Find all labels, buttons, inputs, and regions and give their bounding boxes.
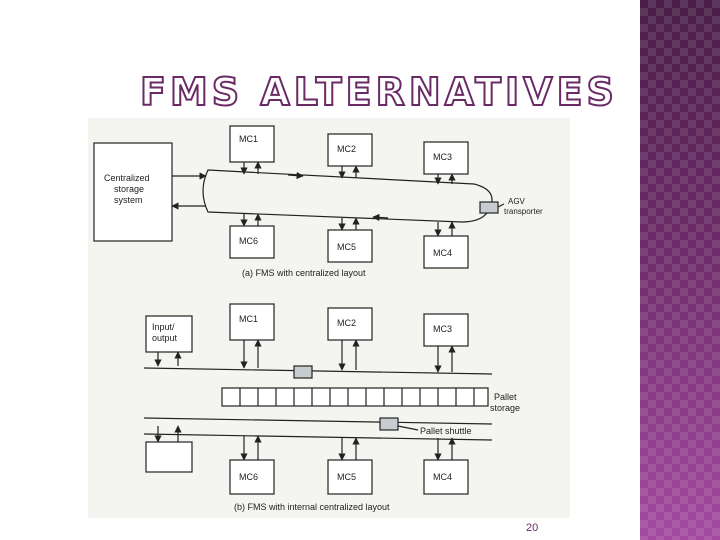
- machine-mc6-label-b: MC6: [239, 472, 258, 482]
- storage-label-line-3: system: [114, 195, 143, 205]
- pallet-storage-rack: [221, 387, 489, 407]
- agv-label-line-2: transporter: [504, 207, 543, 216]
- decorative-side-band: [640, 0, 720, 540]
- machine-mc4-box-a: [423, 235, 469, 269]
- agv-loop-track: [202, 169, 493, 223]
- machine-mc1-box-b: [229, 303, 275, 341]
- machine-mc4-label-a: MC4: [433, 248, 452, 258]
- machine-mc4-label-b: MC4: [433, 472, 452, 482]
- machine-mc3-box-b: [423, 313, 469, 347]
- diagram-b-caption: (b) FMS with internal centralized layout: [234, 502, 390, 512]
- agv-label-line-1: AGV: [508, 197, 526, 206]
- centralized-storage-box: [93, 142, 173, 242]
- machine-mc4-box-b: [423, 459, 469, 495]
- input-output-box: [145, 315, 193, 353]
- machine-mc6-label-a: MC6: [239, 236, 258, 246]
- slide-title: FMS ALTERNATIVES: [139, 69, 618, 115]
- fms-diagram-svg: Centralized storage system MC1 MC2 MC3 M…: [93, 125, 543, 512]
- storage-label-line-2: storage: [114, 184, 144, 194]
- machine-mc3-label-a: MC3: [433, 152, 452, 162]
- slide: FMS ALTERNATIVES: [88, 69, 618, 534]
- loop-flow-arrow-1: [287, 171, 304, 180]
- lower-pallet-shuttle-icon: [379, 417, 399, 431]
- pallet-storage-label-line-1: Pallet: [494, 392, 517, 402]
- machine-mc2-box-a: [327, 133, 373, 167]
- machine-mc6-box-a: [229, 225, 275, 259]
- diagram-a-centralized-layout: [93, 125, 505, 269]
- machine-mc1-box-a: [229, 125, 275, 163]
- machine-mc1-label-a: MC1: [239, 134, 258, 144]
- pallet-shuttle-label: Pallet shuttle: [420, 426, 472, 436]
- machine-mc5-label-b: MC5: [337, 472, 356, 482]
- machine-mc6-box-b: [229, 459, 275, 495]
- lower-shuttle-track: [143, 417, 493, 425]
- loop-flow-arrow-2: [372, 213, 389, 222]
- diagram-b-internal-layout: [143, 303, 493, 495]
- machine-mc3-box-a: [423, 141, 469, 175]
- lower-shuttle-track-rail: [143, 433, 493, 441]
- machine-mc2-label-a: MC2: [337, 144, 356, 154]
- io-label-line-2: output: [152, 333, 178, 343]
- diagram-a-caption: (a) FMS with centralized layout: [242, 268, 366, 278]
- page-number: 20: [526, 522, 539, 534]
- pallet-shuttle-leader: [397, 425, 419, 431]
- pallet-storage-label-line-2: storage: [490, 403, 520, 413]
- agv-transporter-icon: [479, 201, 499, 214]
- machine-mc5-box-b: [327, 459, 373, 495]
- lower-left-station-box: [145, 441, 193, 473]
- storage-label-line-1: Centralized: [104, 173, 150, 183]
- io-label-line-1: Input/: [152, 322, 175, 332]
- machine-mc3-label-b: MC3: [433, 324, 452, 334]
- machine-mc5-box-a: [327, 229, 373, 263]
- fms-diagram-figure: Centralized storage system MC1 MC2 MC3 M…: [88, 118, 570, 518]
- machine-mc5-label-a: MC5: [337, 242, 356, 252]
- upper-shuttle-track: [143, 367, 493, 375]
- machine-mc2-box-b: [327, 307, 373, 341]
- upper-pallet-shuttle-icon: [293, 365, 313, 379]
- machine-mc2-label-b: MC2: [337, 318, 356, 328]
- machine-mc1-label-b: MC1: [239, 314, 258, 324]
